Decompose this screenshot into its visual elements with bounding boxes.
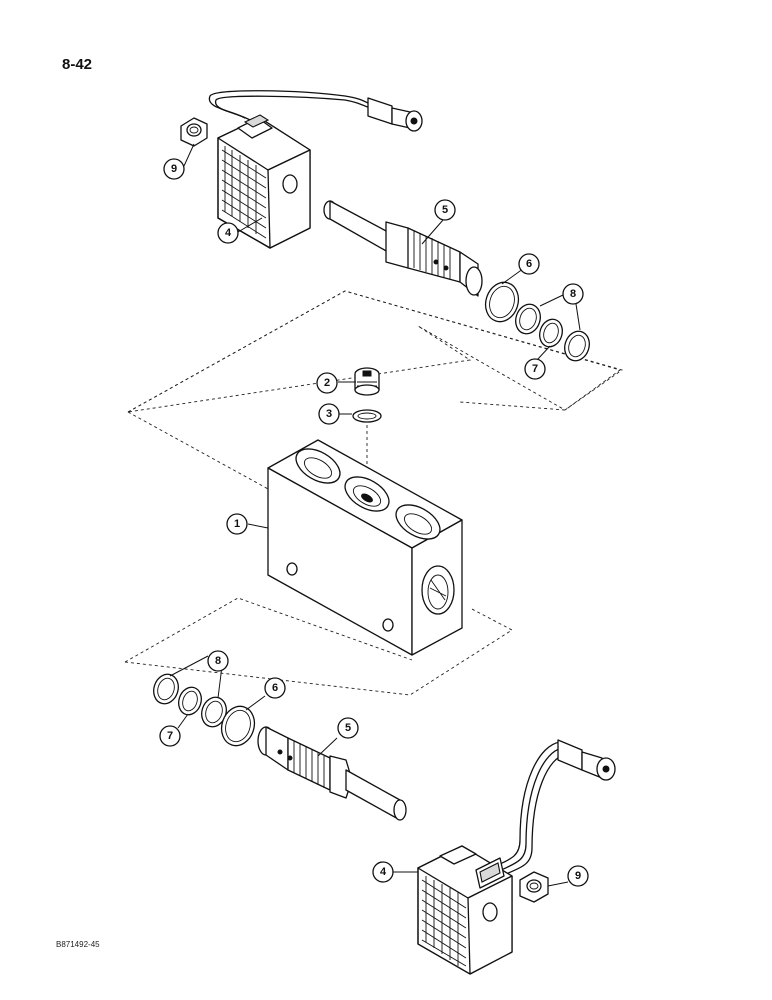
lower-wire-connector [557,739,616,781]
lower-backup-ring-8a [153,673,179,705]
svg-text:9: 9 [171,163,177,175]
svg-text:9: 9 [575,870,581,882]
lower-nut [519,871,549,903]
callout-7-upper: 7 [524,358,546,380]
svg-text:6: 6 [272,682,278,694]
lower-assembly-plane [124,597,513,696]
callout-2: 2 [316,372,338,394]
callout-3: 3 [318,403,340,425]
callout-5-upper: 5 [434,199,456,221]
callout-4-lower: 4 [372,861,394,883]
svg-text:5: 5 [442,204,448,216]
upper-cartridge-valve [323,200,483,297]
callout-9-upper: 9 [163,158,185,180]
callout-7-lower: 7 [159,725,181,747]
svg-text:3: 3 [326,408,332,420]
svg-text:1: 1 [234,518,240,530]
callout-5-lower: 5 [337,717,359,739]
upper-nut [180,117,208,147]
upper-wire-connector [367,97,423,132]
svg-text:5: 5 [345,722,351,734]
callout-6-upper: 6 [518,253,540,275]
callout-1: 1 [226,513,248,535]
upper-o-ring-7 [539,318,563,348]
svg-text:8: 8 [215,655,221,667]
svg-text:7: 7 [532,363,538,375]
svg-text:4: 4 [225,227,232,239]
valve-body [267,439,463,656]
svg-text:4: 4 [380,866,387,878]
callout-6-lower: 6 [264,677,286,699]
upper-backup-ring-8b [564,330,590,362]
callout-8-upper: 8 [562,283,584,305]
svg-text:7: 7 [167,730,173,742]
svg-text:6: 6 [526,258,532,270]
lower-solenoid-coil [417,741,567,975]
callout-4-upper: 4 [217,222,239,244]
callout-8-lower: 8 [207,650,229,672]
svg-text:8: 8 [570,288,576,300]
upper-solenoid-coil [208,90,371,249]
plug [354,367,380,396]
callout-9-lower: 9 [567,865,589,887]
upper-backup-ring-8a [515,303,541,335]
plug-o-ring [352,409,382,423]
lower-o-ring-7 [178,686,202,716]
lower-cartridge-valve [257,726,407,821]
drawing-code: B871492-45 [56,940,100,949]
svg-text:2: 2 [324,377,330,389]
page-number: 8-42 [62,56,93,73]
